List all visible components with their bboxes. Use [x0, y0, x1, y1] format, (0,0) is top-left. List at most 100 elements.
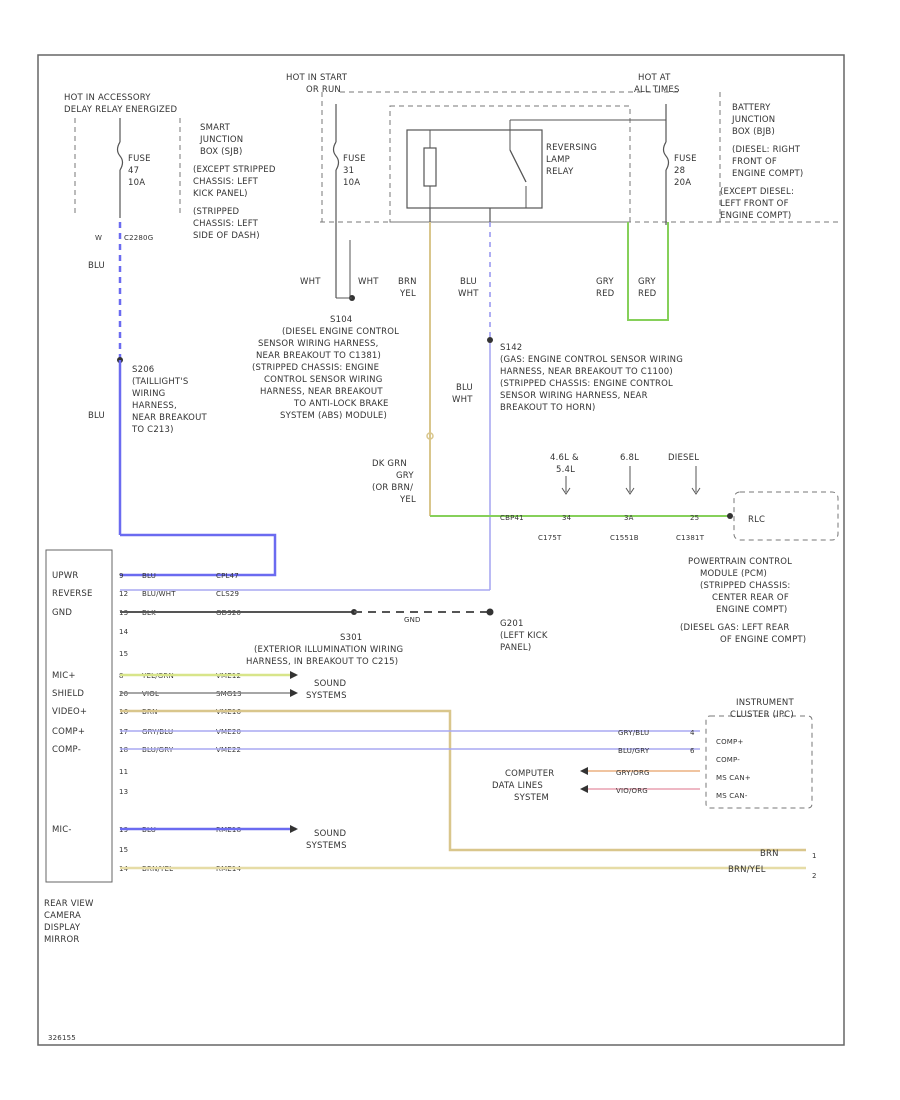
relay-switch-icon [509, 149, 527, 183]
c2280-label: C2280G [124, 234, 153, 242]
svg-text:NEAR BREAKOUT: NEAR BREAKOUT [132, 413, 207, 423]
mirror-pin-label: MIC+ [52, 671, 76, 681]
svg-text:(EXCEPT DIESEL:: (EXCEPT DIESEL: [720, 187, 794, 197]
mirror-pin-number: 17 [119, 728, 128, 736]
svg-text:TO ANTI-LOCK BRAKE: TO ANTI-LOCK BRAKE [293, 399, 389, 409]
svg-text:REAR VIEW: REAR VIEW [44, 899, 94, 909]
blu-label-3: BLU [456, 383, 473, 393]
circuit-id-label: SMG13 [216, 690, 242, 698]
svg-text:20A: 20A [674, 178, 691, 188]
pin-3a: 3A [624, 514, 634, 522]
footer-code: 326155 [48, 1034, 76, 1042]
svg-text:CHASSIS: LEFT: CHASSIS: LEFT [193, 177, 259, 187]
svg-text:G201: G201 [500, 619, 524, 629]
fuse-31: FUSE 31 10A [332, 104, 366, 240]
relay-coil-icon [423, 147, 437, 187]
svg-text:FUSE: FUSE [674, 154, 697, 164]
svg-text:POWERTRAIN CONTROL: POWERTRAIN CONTROL [688, 557, 792, 567]
mirror-pin-number: 15 [119, 846, 128, 854]
wire-color-label: GRY/BLU [142, 728, 173, 736]
wht-label-3: WHT [458, 289, 479, 299]
wire-blu-upwr [120, 533, 277, 577]
right-pin-1: 1 [812, 852, 817, 860]
circuit-id-label: CPL47 [216, 572, 239, 580]
svg-text:(LEFT KICK: (LEFT KICK [500, 631, 548, 641]
variant-gas: 4.6L & [550, 453, 579, 463]
arrow-down-icon [691, 487, 701, 495]
wht-label-2: WHT [358, 277, 379, 287]
mirror-pin-number: 13 [119, 788, 128, 796]
svg-text:FRONT OF: FRONT OF [732, 157, 777, 167]
svg-text:MIRROR: MIRROR [44, 935, 79, 945]
ipc-pin-4: 4 [690, 729, 695, 737]
svg-text:CAMERA: CAMERA [44, 911, 81, 921]
svg-text:HARNESS, IN BREAKOUT TO C215): HARNESS, IN BREAKOUT TO C215) [246, 657, 398, 667]
conn-c175t: C175T [538, 534, 562, 542]
gry-label-2: GRY [638, 277, 656, 287]
svg-text:RELAY: RELAY [546, 167, 574, 177]
sjb-label: SMART JUNCTION BOX (SJB) (EXCEPT STRIPPE… [193, 123, 276, 241]
hot-all-label: HOT AT [638, 73, 671, 83]
svg-text:SENSOR WIRING HARNESS, NEAR: SENSOR WIRING HARNESS, NEAR [500, 391, 648, 401]
circuit-id-label: VME20 [216, 728, 241, 736]
pcm-pin-label: RLC [748, 515, 765, 525]
s206-label: S206 (TAILLIGHT'S WIRING HARNESS, NEAR B… [131, 365, 207, 435]
s142-splice [487, 337, 493, 343]
svg-text:SIDE OF DASH): SIDE OF DASH) [193, 231, 260, 241]
svg-text:LEFT FRONT OF: LEFT FRONT OF [720, 199, 789, 209]
svg-text:MODULE (PCM): MODULE (PCM) [700, 569, 767, 579]
mirror-pin-label: COMP+ [52, 727, 85, 737]
bjb-label: BATTERY JUNCTION BOX (BJB) (DIESEL: RIGH… [720, 103, 803, 221]
right-brnyel-label: BRN/YEL [728, 865, 766, 875]
hot-start-label-2: OR RUN [306, 85, 341, 95]
wire-color-label: BLU/WHT [142, 590, 176, 598]
pin-w-label: W [95, 234, 102, 242]
gry-label-1: GRY [596, 277, 614, 287]
svg-text:S142: S142 [500, 343, 522, 353]
fuse-symbol-icon [116, 141, 124, 171]
mirror-pin-number: 9 [119, 572, 124, 580]
svg-text:REVERSING: REVERSING [546, 143, 597, 153]
wire-gry-red-loop [627, 222, 669, 321]
blu-label-4: BLU [88, 411, 105, 421]
mirror-pin-number: 14 [119, 628, 129, 636]
svg-text:HARNESS,: HARNESS, [132, 401, 177, 411]
mirror-pin-number: 11 [119, 768, 128, 776]
right-brn-label: BRN [760, 849, 779, 859]
mirror-label: REAR VIEW CAMERA DISPLAY MIRROR [44, 899, 94, 945]
arrow-right-icon [290, 825, 298, 833]
hot-accessory-label-2: DELAY RELAY ENERGIZED [64, 105, 177, 115]
mirror-pin-label: REVERSE [52, 589, 93, 599]
gnd-blk-label: GND [404, 616, 421, 624]
mirror-connector-box [45, 549, 113, 883]
hot-all-label-2: ALL TIMES [634, 85, 680, 95]
svg-text:FUSE: FUSE [343, 154, 366, 164]
svg-text:(DIESEL GAS: LEFT REAR: (DIESEL GAS: LEFT REAR [680, 623, 789, 633]
ipc-ms-can-plus: MS CAN+ [716, 774, 751, 782]
svg-text:28: 28 [674, 166, 685, 176]
svg-text:SENSOR WIRING HARNESS,: SENSOR WIRING HARNESS, [258, 339, 379, 349]
hot-accessory-label: HOT IN ACCESSORY [64, 93, 151, 103]
fuse-symbol-icon [332, 141, 340, 171]
diagram-border [37, 54, 845, 1046]
svg-text:NEAR BREAKOUT TO C1381): NEAR BREAKOUT TO C1381) [256, 351, 381, 361]
svg-text:DISPLAY: DISPLAY [44, 923, 81, 933]
arrow-down-icon [625, 487, 635, 495]
wire-color-label: BLU [142, 572, 156, 580]
mirror-pin-number: 20 [119, 690, 128, 698]
svg-text:KICK PANEL): KICK PANEL) [193, 189, 248, 199]
computer-label-3: SYSTEM [514, 793, 549, 803]
arrow-left-icon [580, 767, 588, 775]
wire-color-label: BLU/GRY [142, 746, 174, 754]
ipc-wire-4: VIO/ORG [616, 787, 648, 795]
svg-text:BREAKOUT TO HORN): BREAKOUT TO HORN) [500, 403, 596, 413]
fuse-47: FUSE 47 10A [116, 118, 150, 218]
ground-icon [486, 608, 494, 616]
svg-text:(GAS: ENGINE CONTROL SENSOR WI: (GAS: ENGINE CONTROL SENSOR WIRING [500, 355, 683, 365]
s142-label: S142 (GAS: ENGINE CONTROL SENSOR WIRING … [500, 343, 683, 413]
s301-label: S301 (EXTERIOR ILLUMINATION WIRING HARNE… [246, 633, 403, 667]
grn-label: GRY [396, 471, 414, 481]
svg-text:(EXCEPT STRIPPED: (EXCEPT STRIPPED [193, 165, 276, 175]
wht-label-4: WHT [452, 395, 473, 405]
pin-25: 25 [690, 514, 699, 522]
